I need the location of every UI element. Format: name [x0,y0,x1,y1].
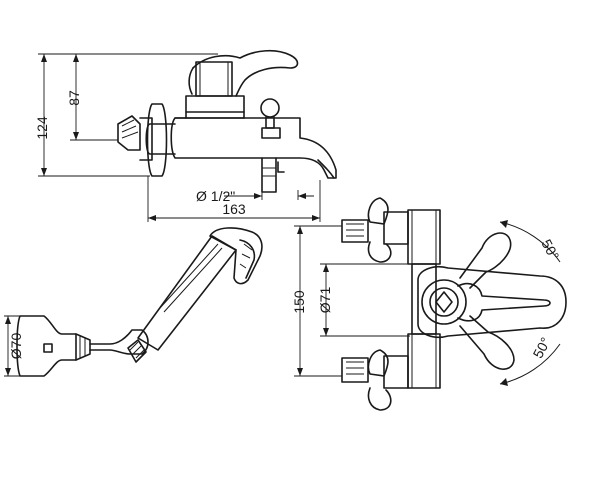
dim-label-hand-shower-dia: Ø70 [8,333,24,360]
front-dimension-lines [38,53,321,222]
hand-shower-dimension [4,315,24,377]
dim-label-inlet-thread: Ø 1/2" [196,188,235,204]
hand-shower-view [16,227,263,377]
dim-label-87: 87 [66,90,82,106]
side-view [341,197,567,411]
dim-label-swing-top: 50° [538,237,562,263]
dim-label-150: 150 [291,290,307,314]
front-view [117,49,337,193]
dim-label-163: 163 [222,201,246,217]
dim-label-body-dia: Ø71 [317,287,333,314]
dim-label-124: 124 [34,116,50,140]
side-view-dimension-lines [294,225,410,377]
